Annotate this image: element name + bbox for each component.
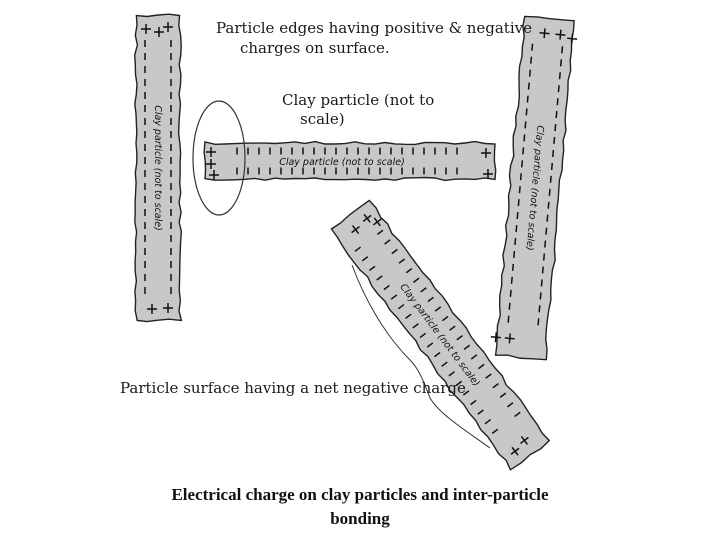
clay-particle-right-neg-charge — [540, 292, 541, 299]
caption-line1: Electrical charge on clay particles and … — [171, 485, 549, 504]
clay-particle-right-neg-charge — [539, 305, 540, 312]
clay-particle-right-neg-charge — [513, 264, 514, 271]
clay-particle-right-neg-charge — [544, 254, 545, 261]
clay-particle-right-neg-charge — [523, 147, 524, 154]
clay-note-line1: Clay particle (not to — [282, 91, 434, 109]
clay-particle-right-neg-charge — [558, 85, 559, 92]
clay-particle-right-neg-charge — [516, 225, 517, 232]
clay-particle-right-neg-charge — [553, 150, 554, 157]
clay-particle-left: Clay particle (not to scale) — [135, 14, 182, 321]
clay-particle-right-neg-charge — [551, 176, 552, 183]
clay-particle-right-neg-charge — [562, 46, 563, 53]
clay-particle-right-neg-charge — [518, 199, 519, 206]
clay-particle-right-neg-charge — [519, 186, 520, 193]
clay-particle-right-neg-charge — [512, 277, 513, 284]
edges-note-line2: charges on surface. — [240, 39, 390, 57]
clay-particle-right-neg-charge — [552, 163, 553, 170]
clay-particle-right-neg-charge — [525, 121, 526, 128]
clay-particle-right-neg-charge — [526, 108, 527, 115]
clay-particle-right-neg-charge — [548, 202, 549, 209]
clay-particle-right-neg-charge — [546, 228, 547, 235]
clay-particle-left-label: Clay particle (not to scale) — [152, 105, 163, 231]
clay-particle-right-neg-charge — [538, 318, 539, 325]
clay-particle-right-neg-charge — [515, 238, 516, 245]
clay-particle-right-neg-charge — [554, 137, 555, 144]
clay-particle-right-neg-charge — [541, 279, 542, 286]
clay-note-line2: scale) — [300, 110, 345, 128]
clay-particle-right-neg-charge — [531, 57, 532, 64]
caption-line2: bonding — [330, 509, 390, 528]
clay-particle-right-neg-charge — [508, 316, 509, 323]
clay-particle-right-neg-charge — [556, 111, 557, 118]
clay-particle-right: Clay particle (not to scale) — [489, 15, 579, 360]
clay-particle-right-neg-charge — [549, 189, 550, 196]
clay-particle-right-neg-charge — [557, 98, 558, 105]
clay-particle-right-neg-charge — [514, 251, 515, 258]
clay-particle-right-neg-charge — [545, 241, 546, 248]
clay-particle-right-neg-charge — [560, 72, 561, 79]
particle-layer: Clay particle (not to scale) Clay particl… — [135, 14, 579, 471]
clay-particle-right-neg-charge — [521, 173, 522, 180]
clay-particle-middle: Clay particle (not to scale) — [204, 142, 496, 181]
clay-particle-right-neg-charge — [529, 83, 530, 90]
clay-particle-middle-label: Clay particle (not to scale) — [279, 157, 405, 168]
clay-particle-right-neg-charge — [555, 124, 556, 131]
clay-particle-right-neg-charge — [561, 59, 562, 66]
clay-particle-right-neg-charge — [543, 267, 544, 274]
clay-particle-right-neg-charge — [527, 96, 528, 103]
clay-particle-right-neg-charge — [532, 44, 533, 51]
surface-note: Particle surface having a net negative c… — [120, 379, 466, 397]
clay-particle-right-neg-charge — [530, 70, 531, 77]
clay-particle-right-neg-charge — [524, 134, 525, 141]
clay-particle-right-neg-charge — [522, 160, 523, 167]
clay-particle-right-neg-charge — [517, 212, 518, 219]
edges-note-line1: Particle edges having positive & negativ… — [216, 19, 532, 37]
clay-particle-right-neg-charge — [510, 290, 511, 297]
clay-particle-right-neg-charge — [509, 303, 510, 310]
clay-particle-right-neg-charge — [547, 215, 548, 222]
